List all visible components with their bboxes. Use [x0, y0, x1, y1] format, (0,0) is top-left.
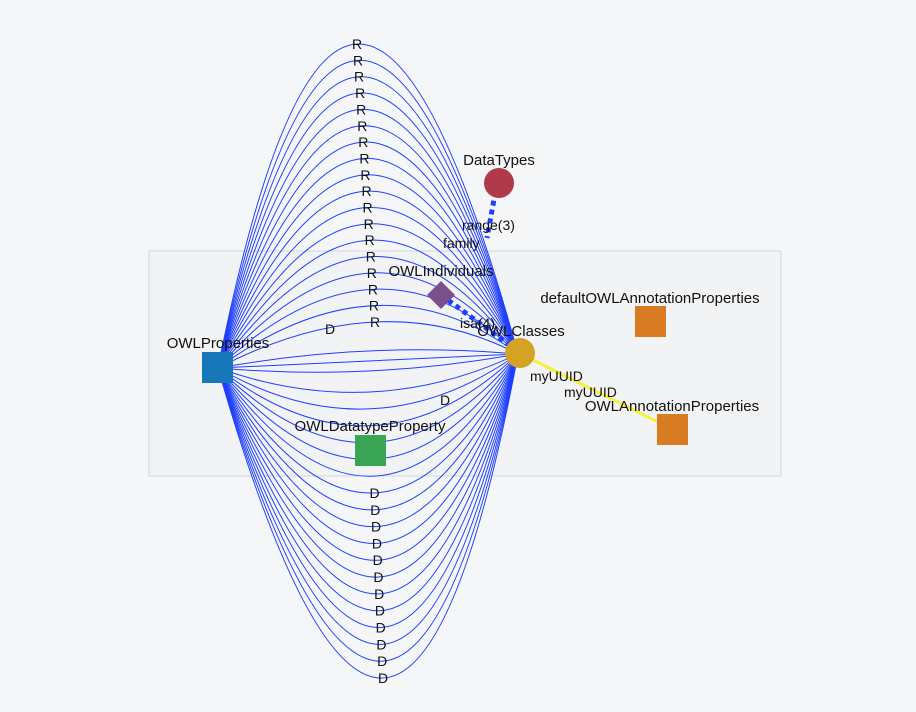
- owl-individuals-label: OWLIndividuals: [388, 263, 493, 280]
- owl-annotation-properties-node-square-icon[interactable]: [657, 414, 688, 445]
- arc-label-r: R: [361, 183, 371, 199]
- owl-datatype-property-node-square-icon[interactable]: [355, 435, 386, 466]
- relation-arc-lower[interactable]: [217, 353, 519, 679]
- owl-datatype-property-label: OWLDatatypeProperty: [295, 418, 446, 435]
- relation-arc-lower[interactable]: [217, 353, 519, 662]
- node-label-layer: OWLProperties OWLClasses DataTypes OWLIn…: [167, 152, 760, 435]
- arc-label-r: R: [358, 134, 368, 150]
- arc-label-d: D: [373, 569, 383, 585]
- default-owl-annotation-properties-label: defaultOWLAnnotationProperties: [540, 290, 759, 307]
- arc-label-d: D: [371, 519, 381, 535]
- relation-arc-upper[interactable]: [217, 321, 519, 369]
- arc-label-r: R: [357, 118, 367, 134]
- arc-label-d: D: [377, 653, 387, 669]
- arc-label-r: R: [364, 216, 374, 232]
- arc-label-d: D: [376, 620, 386, 636]
- relation-arc-lower[interactable]: [217, 353, 519, 561]
- edge-myuuid[interactable]: [518, 351, 673, 431]
- arc-label-d: D: [378, 670, 388, 686]
- owl-annotation-properties-label: OWLAnnotationProperties: [585, 398, 759, 415]
- edge-label-d-upper: D: [325, 321, 335, 337]
- relation-arc-upper[interactable]: [217, 272, 519, 369]
- relation-arc-upper[interactable]: [217, 157, 519, 369]
- relation-arc-middle[interactable]: [217, 353, 519, 373]
- arc-label-r: R: [368, 281, 378, 297]
- arc-label-r: R: [354, 69, 364, 85]
- relation-arc-lower[interactable]: [217, 353, 519, 477]
- arc-label-d: D: [370, 485, 380, 501]
- relation-arc-lower[interactable]: [217, 353, 519, 595]
- arc-label-r: R: [366, 249, 376, 265]
- relation-arc-upper[interactable]: [217, 256, 519, 369]
- relation-arc-upper[interactable]: [217, 108, 519, 369]
- owl-individuals-node-diamond-icon[interactable]: [427, 281, 455, 309]
- owl-properties-node-square-icon[interactable]: [202, 352, 233, 383]
- relation-arc-upper[interactable]: [217, 59, 519, 369]
- arc-label-r: R: [353, 52, 363, 68]
- edge-label-d-lower: D: [440, 392, 450, 408]
- relation-arc-middle[interactable]: [217, 353, 519, 369]
- relation-arc-upper[interactable]: [217, 125, 519, 369]
- edge-label-isa: isa(4): [460, 315, 495, 331]
- arc-label-d: D: [375, 603, 385, 619]
- relation-arc-lower[interactable]: [217, 353, 519, 410]
- relation-arc-upper[interactable]: [217, 141, 519, 369]
- edge-label-layer: range(3) family isa(4) myUUID myUUID D D: [325, 217, 617, 408]
- relation-arc-upper[interactable]: [217, 92, 519, 369]
- arc-label-r: R: [356, 101, 366, 117]
- relation-arc-lower[interactable]: [217, 353, 519, 612]
- arc-label-d: D: [372, 535, 382, 551]
- relation-arc-lower[interactable]: [217, 353, 519, 578]
- node-layer: [202, 168, 688, 466]
- relation-arc-lower[interactable]: [217, 353, 519, 427]
- arc-label-r: R: [359, 150, 369, 166]
- relation-arc-lower[interactable]: [217, 353, 519, 511]
- arc-label-r: R: [367, 265, 377, 281]
- relation-arc-lower[interactable]: [217, 353, 519, 628]
- arc-label-r: R: [370, 314, 380, 330]
- edge-label-myuuid-1: myUUID: [530, 368, 583, 384]
- relation-arc-upper[interactable]: [217, 239, 519, 369]
- relation-arc-upper[interactable]: [217, 174, 519, 369]
- owl-classes-label: OWLClasses: [477, 323, 565, 340]
- arc-layer: [217, 43, 519, 679]
- edge-isa-dashed[interactable]: [439, 292, 521, 355]
- relation-arc-upper[interactable]: [217, 190, 519, 369]
- arc-label-d: D: [376, 636, 386, 652]
- arc-label-r: R: [355, 85, 365, 101]
- relation-arc-lower[interactable]: [217, 353, 519, 393]
- relation-arc-lower[interactable]: [217, 353, 519, 645]
- relation-arc-upper[interactable]: [217, 223, 519, 369]
- data-types-label: DataTypes: [463, 152, 535, 169]
- default-owl-annotation-properties-node-square-icon[interactable]: [635, 306, 666, 337]
- arc-label-r: R: [365, 232, 375, 248]
- edge-label-range: range(3): [462, 217, 515, 233]
- arc-label-r: R: [360, 167, 370, 183]
- relation-arc-upper[interactable]: [217, 304, 519, 369]
- relation-arc-lower[interactable]: [217, 353, 519, 528]
- relation-arc-upper[interactable]: [217, 207, 519, 369]
- owl-classes-node-circle-icon[interactable]: [505, 338, 535, 368]
- relation-arc-upper[interactable]: [217, 76, 519, 369]
- relation-arc-upper[interactable]: [217, 43, 519, 369]
- edge-label-myuuid-2: myUUID: [564, 384, 617, 400]
- edge-label-family: family: [443, 235, 480, 251]
- arc-label-r: R: [363, 200, 373, 216]
- arc-label-d: D: [374, 586, 384, 602]
- relation-arc-middle[interactable]: [217, 349, 519, 369]
- relation-arc-lower[interactable]: [217, 353, 519, 494]
- relation-arc-lower[interactable]: [217, 353, 519, 544]
- owl-properties-label: OWLProperties: [167, 335, 270, 352]
- arc-label-d: D: [373, 552, 383, 568]
- data-types-node-circle-icon[interactable]: [484, 168, 514, 198]
- arc-label-r: R: [369, 298, 379, 314]
- arc-label-d: D: [370, 502, 380, 518]
- arc-label-r: R: [352, 36, 362, 52]
